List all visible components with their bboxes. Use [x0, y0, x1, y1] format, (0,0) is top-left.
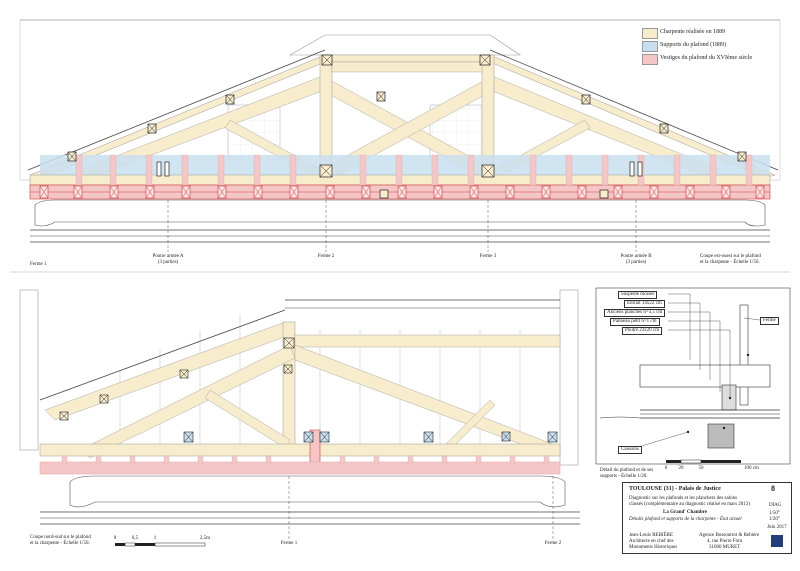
sheet-number: 8 — [771, 484, 775, 493]
detail-label-poutre: Poutre 23x20 cm — [622, 327, 663, 335]
title-block-room: La Grand' Chambre — [663, 510, 708, 515]
detail-label-entrait: Entrait 14x22 cm — [624, 300, 665, 308]
legend-label: Supports du plafond (1889) — [660, 42, 727, 48]
title-block-architect-role-2: Monuments Historiques — [629, 545, 678, 550]
scale-tick: 0 — [113, 536, 117, 541]
title-block-scale-2: 1/20° — [769, 517, 780, 522]
title-block-architect: Jean-Louis REBIÈRE — [629, 533, 674, 538]
legend-item-supports: Supports du plafond (1889) — [642, 41, 762, 52]
title-block-agency: Agence Bossoutrot & Rebière — [699, 533, 760, 538]
legend-swatch — [642, 28, 658, 39]
detail-scale-tick: 20 — [678, 466, 684, 471]
detail-label-ferme: Ferme — [760, 317, 779, 325]
label-poutre-armee-a: Poutre armée A — [152, 254, 184, 259]
legend-swatch — [642, 54, 658, 65]
title-block-date: Juin 2017 — [767, 525, 787, 530]
detail-scale-tick: 100 cm — [744, 466, 759, 471]
detail-caption-2: supports - Échelle 1/20. — [600, 474, 648, 479]
legend-item-charpente: Charpente réalisée en 1889 — [642, 28, 762, 39]
label-ferme-2-bottom: Ferme 2 — [544, 541, 562, 546]
monuments-logo-icon — [771, 535, 783, 547]
detail-scale-tick: 50 — [698, 466, 704, 471]
bottom-section-caption-2: et la charpente - Échelle 1/50. — [30, 541, 90, 546]
label-ferme-1-top: Ferme 1 — [30, 262, 47, 267]
title-block-address-2: 31600 MURET — [709, 545, 741, 550]
legend-label: Vestiges du plafond du XVIème siècle — [660, 55, 753, 61]
scale-tick: 2,5m — [199, 536, 211, 541]
legend-swatch — [642, 41, 658, 52]
title-block-phase: DIAG — [769, 503, 782, 508]
title-block-title: TOULOUSE (31) - Palais de Justice — [629, 486, 721, 492]
detail-label-caissons: Caissons — [618, 446, 642, 454]
label-poutre-armee-a-sub: (3 parties) — [157, 260, 179, 265]
top-section-caption-2: et la charpente - Échelle 1/50. — [700, 260, 760, 265]
top-section-caption-1: Coupe est-ouest sur le plafond — [700, 254, 761, 259]
label-ferme-3-top: Ferme 3 — [479, 254, 497, 259]
title-block-subtitle: Détails plafond et supports de la charpe… — [629, 517, 742, 522]
title-block-scale-1: 1/50° — [769, 511, 780, 516]
label-poutre-armee-b-sub: (3 parties) — [625, 260, 647, 265]
bottom-section-caption-1: Coupe nord-sud sur le plafond — [30, 535, 91, 540]
title-block-architect-role-1: Architecte en chef des — [629, 539, 674, 544]
scale-tick: 1 — [153, 536, 157, 541]
top-section-drawing — [19, 19, 781, 252]
detail-label-planches: Anciens planches h=3,5 cm — [604, 309, 666, 317]
title-block-desc-2: classés (complémentaire au diagnostic ré… — [629, 502, 750, 507]
title-block-address-1: 4, rue Pierre Forn — [707, 539, 743, 544]
bottom-section-drawing — [19, 289, 580, 547]
title-block: TOULOUSE (31) - Palais de Justice 8 Diag… — [622, 482, 792, 554]
label-poutre-armee-b: Poutre armée B — [620, 254, 652, 259]
detail-caption-1: Détail du plafond et de ses — [600, 468, 654, 473]
detail-label-suspente: Suspente moisée — [618, 291, 658, 299]
detail-drawing — [595, 287, 791, 465]
detail-label-panneau: Panneau petit h=1 cm — [610, 318, 660, 326]
scale-tick: 0,5 — [131, 536, 139, 541]
legend-item-vestiges: Vestiges du plafond du XVIème siècle — [642, 54, 762, 65]
title-block-desc-1: Diagnostic sur les plafonds et les planc… — [629, 496, 738, 501]
label-ferme-2-top: Ferme 2 — [317, 254, 335, 259]
legend-label: Charpente réalisée en 1889 — [660, 29, 726, 35]
detail-scale-tick: 0 — [664, 466, 668, 471]
label-ferme-1-bottom: Ferme 1 — [280, 541, 298, 546]
